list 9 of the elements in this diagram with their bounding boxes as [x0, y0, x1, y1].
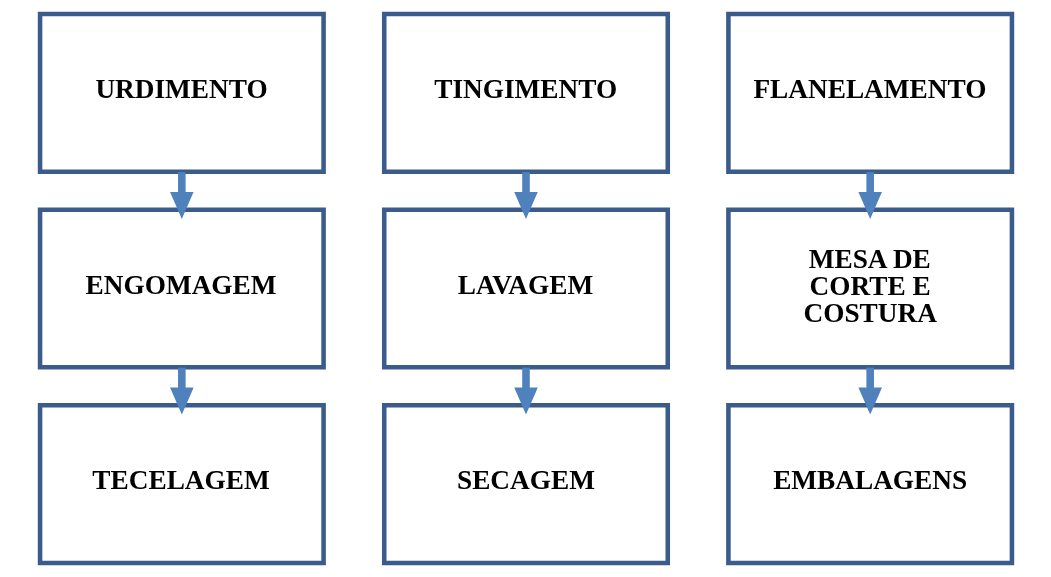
node-box: ENGOMAGEM: [37, 207, 326, 370]
node-box: URDIMENTO: [37, 11, 326, 175]
node-box: SECAGEM: [381, 402, 670, 566]
node-box: MESA DE CORTE E COSTURA: [725, 207, 1014, 370]
node-box: TINGIMENTO: [381, 11, 670, 175]
node-box: FLANELAMENTO: [725, 11, 1014, 175]
node-box: EMBALAGENS: [725, 402, 1014, 566]
node-box: LAVAGEM: [381, 207, 670, 370]
node-box: TECELAGEM: [37, 402, 326, 566]
